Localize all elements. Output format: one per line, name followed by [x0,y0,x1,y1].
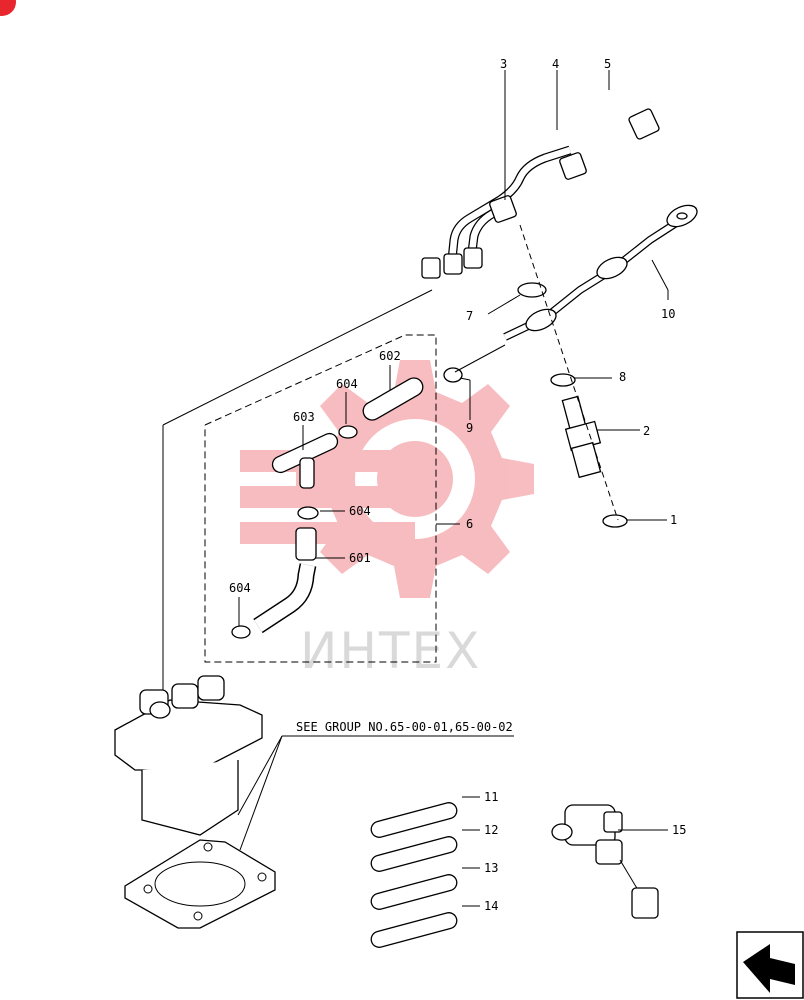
callout-601: 601 [349,551,371,565]
injection-nozzle [561,395,602,479]
callout-6: 6 [466,517,473,531]
spare-tubes [370,802,458,948]
callout-10: 10 [661,307,675,321]
callout-7: 7 [466,309,473,323]
callout-602: 602 [379,349,401,363]
callout-15: 15 [672,823,686,837]
leak-off-pipe [503,204,698,341]
leader-lines [238,70,669,907]
callout-3: 3 [500,57,507,71]
washer-1 [602,514,628,528]
callout-4: 4 [552,57,559,71]
callout-604-mid: 604 [349,504,371,518]
corner-badge-icon [0,0,16,16]
solenoid [551,804,659,919]
callout-13: 13 [484,861,498,875]
injection-pipes [421,90,660,279]
watermark-text: ИНТЕХ [300,622,481,680]
injection-pump [114,675,263,836]
callout-11: 11 [484,790,498,804]
callout-604-bottom: 604 [229,581,251,595]
callout-2: 2 [643,424,650,438]
gasket [124,839,276,929]
callout-8: 8 [619,370,626,384]
reference-note: SEE GROUP NO.65-00-01,65-00-02 [296,720,513,734]
callout-9: 9 [466,421,473,435]
washer-8 [550,373,576,387]
callout-12: 12 [484,823,498,837]
washer-7 [517,282,547,298]
kit-parts [231,367,463,639]
callout-5: 5 [604,57,611,71]
callout-603: 603 [293,410,315,424]
kit-boundary [204,334,437,663]
callout-14: 14 [484,899,498,913]
callout-604-top: 604 [336,377,358,391]
next-page-arrow-icon[interactable] [736,931,804,999]
callout-1: 1 [670,513,677,527]
